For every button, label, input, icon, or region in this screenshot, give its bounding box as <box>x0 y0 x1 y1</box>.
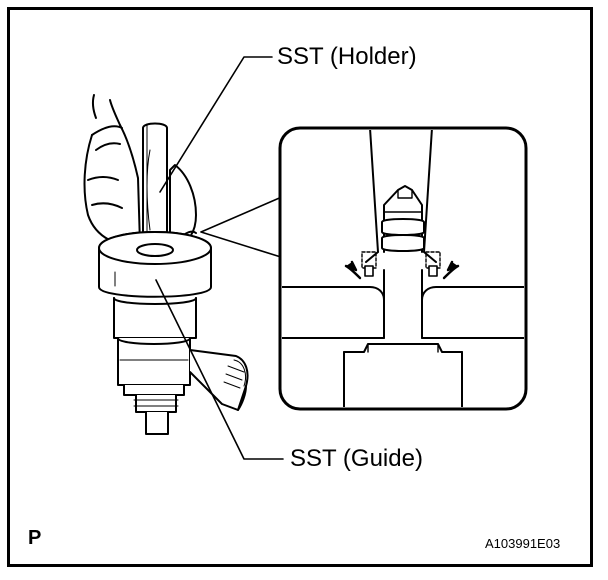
figure-code: A103991E03 <box>485 536 561 551</box>
holder-callout-label: SST (Holder) <box>277 43 417 70</box>
guide-callout-label: SST (Guide) <box>290 445 423 472</box>
leader-lines <box>155 56 284 460</box>
callout-pointer <box>200 195 285 259</box>
injector-icon <box>113 297 249 435</box>
hand-icon <box>83 94 197 247</box>
detail-view <box>278 126 528 411</box>
arrow-icon <box>442 260 460 280</box>
arrow-icon <box>344 260 362 280</box>
guide-leader <box>155 279 284 460</box>
sst-guide <box>98 231 212 298</box>
holder-leader <box>159 56 273 193</box>
view-letter: P <box>28 527 42 549</box>
